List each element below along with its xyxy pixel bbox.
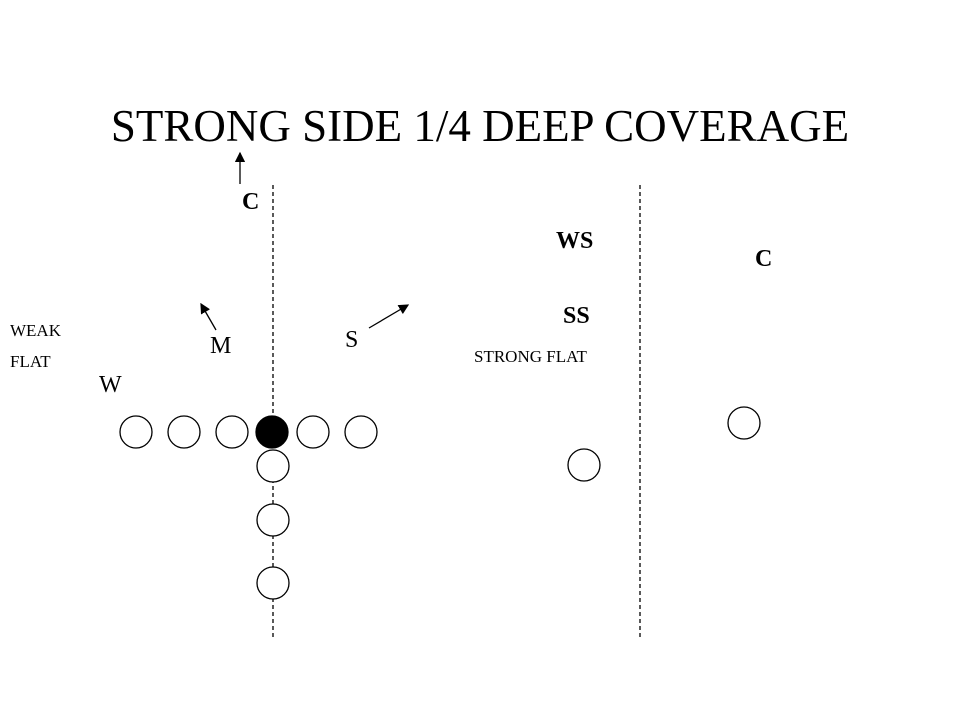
label-mike: M: [210, 333, 232, 359]
label-weak-flat-2: FLAT: [10, 352, 51, 371]
offensive-player-circle: [215, 415, 249, 449]
label-strong-flat: STRONG FLAT: [474, 347, 587, 366]
offensive-player-circle: [296, 415, 330, 449]
diagram-title: STRONG SIDE 1/4 DEEP COVERAGE: [110, 101, 850, 151]
label-strong-safety: SS: [563, 303, 590, 329]
offensive-player-circle: [119, 415, 153, 449]
label-corner-strong: C: [755, 246, 773, 272]
label-weak-safety: WS: [556, 228, 594, 254]
quarterback-circle: [256, 449, 290, 483]
fullback-circle: [256, 503, 290, 537]
wide-receiver-circle: [727, 406, 761, 440]
sam-drop-arrow: [368, 304, 410, 329]
tailback-circle: [256, 566, 290, 600]
center-player-filled: [255, 415, 289, 449]
mike-drop-arrow: [200, 302, 217, 331]
offensive-player-circle: [344, 415, 378, 449]
slot-receiver-circle: [567, 448, 601, 482]
label-weak-flat-1: WEAK: [10, 321, 61, 340]
label-corner-weak: C: [242, 189, 260, 215]
label-sam: S: [345, 327, 359, 353]
offensive-player-circle: [167, 415, 201, 449]
label-will: W: [99, 372, 122, 398]
